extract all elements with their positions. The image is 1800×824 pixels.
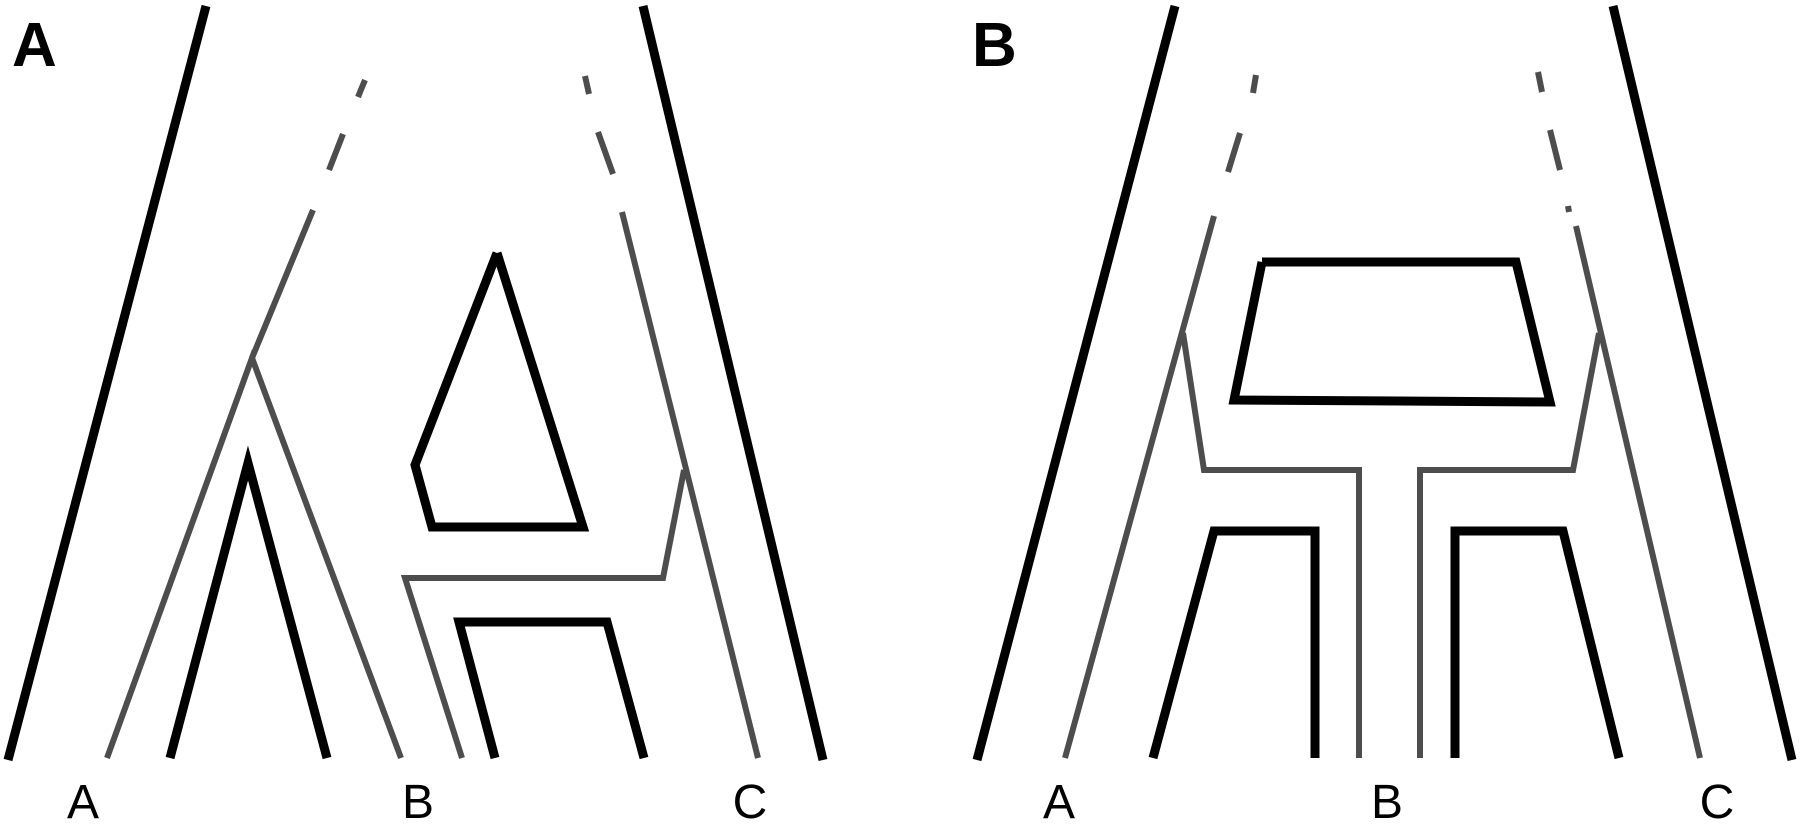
panel-a-label: A: [12, 11, 57, 80]
species-tree-inner-node-a: [410, 251, 590, 532]
gene-tree-a-branch-b: [1062, 215, 1217, 759]
species-tree-outer-left-b: [972, 4, 1180, 762]
gene-tree-dash-2-a: [355, 78, 368, 99]
gene-tree-c-branch-a: [619, 211, 761, 759]
gene-tree-dash-5-b: [1535, 71, 1545, 93]
leaf-label-b-a: B: [402, 776, 434, 824]
gene-tree-dash-1-b: [1225, 132, 1243, 173]
gene-tree-dash-4-a: [582, 75, 592, 95]
gene-tree-dash-2-b: [1250, 74, 1259, 94]
gene-tree-stem-a: [249, 208, 316, 360]
gene-tree-ab-a: [104, 349, 404, 760]
panel-b-label: B: [972, 11, 1017, 80]
gene-tree-dash-1-a: [326, 132, 346, 172]
gene-tree-dash-4-b: [1547, 129, 1563, 171]
species-tree-inner-wedge-a: [165, 445, 332, 760]
species-tree-outer-right-b: [1608, 4, 1797, 762]
leaf-label-c-b: C: [1700, 776, 1735, 824]
panel-b: B A B C: [972, 4, 1797, 824]
gene-tree-dash-3-a: [595, 130, 616, 176]
species-tree-inner-node-b: [1228, 257, 1556, 407]
gene-tree-b-branch-a: [400, 469, 687, 759]
leaf-label-a-a: A: [67, 776, 99, 824]
species-tree-outer-right-a: [638, 4, 828, 762]
gene-tree-c-branch-b: [1573, 225, 1703, 759]
species-tree-inner-right-bracket-b: [1450, 526, 1624, 760]
species-tree-inner-bracket-a: [453, 617, 649, 760]
gene-tree-ab-loop-b: [1180, 332, 1362, 758]
species-tree-inner-left-bracket-b: [1148, 526, 1320, 760]
species-tree-outer-left-a: [3, 4, 211, 762]
gene-tree-bc-loop-b: [1417, 332, 1602, 758]
gene-tree-dash-3-b: [1565, 205, 1572, 213]
leaf-label-b-b: B: [1371, 776, 1403, 824]
leaf-label-c-a: C: [733, 776, 768, 824]
panel-a: A A B C: [3, 4, 828, 824]
leaf-label-a-b: A: [1043, 776, 1075, 824]
